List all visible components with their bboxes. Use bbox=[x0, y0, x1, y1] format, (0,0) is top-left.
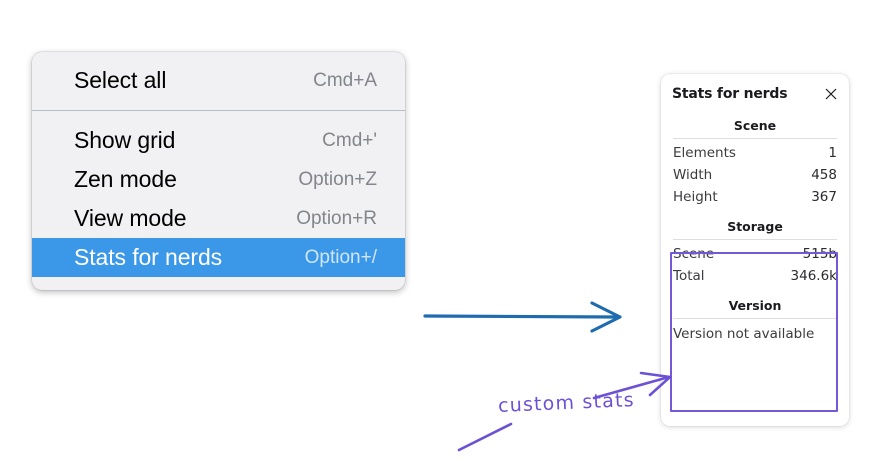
stat-value: 458 bbox=[811, 167, 837, 183]
section-divider bbox=[673, 318, 837, 319]
stat-value: 367 bbox=[811, 189, 837, 205]
stat-row-width: Width 458 bbox=[673, 164, 837, 186]
section-divider bbox=[673, 239, 837, 240]
stat-label: Height bbox=[673, 189, 718, 205]
section-heading: Version bbox=[728, 298, 782, 313]
menu-group-2: Show grid Cmd+' Zen mode Option+Z View m… bbox=[32, 111, 405, 290]
purple-underline-stroke bbox=[457, 422, 513, 452]
stats-for-nerds-panel: Stats for nerds Scene Elements 1 Width 4… bbox=[661, 74, 849, 426]
stat-value: 346.6k bbox=[790, 268, 837, 284]
menu-item-stats-for-nerds[interactable]: Stats for nerds Option+/ bbox=[32, 238, 405, 277]
stat-row-total-storage: Total 346.6k bbox=[673, 265, 837, 287]
menu-item-label: Show grid bbox=[74, 127, 176, 153]
stat-label: Scene bbox=[673, 246, 715, 262]
stats-section-storage: Storage Scene 515b Total 346.6k bbox=[670, 217, 840, 287]
menu-item-shortcut: Option+/ bbox=[304, 246, 377, 268]
panel-title: Stats for nerds bbox=[672, 86, 788, 102]
section-heading: Scene bbox=[733, 118, 777, 133]
stat-label: Total bbox=[673, 268, 705, 284]
section-heading: Storage bbox=[727, 219, 783, 234]
context-menu[interactable]: Select all Cmd+A Show grid Cmd+' Zen mod… bbox=[32, 52, 405, 290]
stat-value: 1 bbox=[828, 145, 837, 161]
menu-item-show-grid[interactable]: Show grid Cmd+' bbox=[32, 121, 405, 160]
menu-item-shortcut: Option+R bbox=[296, 207, 377, 229]
stats-section-version: Version Version not available bbox=[670, 296, 840, 342]
close-icon[interactable] bbox=[823, 86, 839, 102]
menu-item-label: View mode bbox=[74, 205, 187, 231]
stat-label: Elements bbox=[673, 145, 736, 161]
section-divider bbox=[673, 138, 837, 139]
panel-header: Stats for nerds bbox=[670, 86, 840, 102]
blue-arrow-annotation bbox=[423, 301, 622, 333]
menu-item-select-all[interactable]: Select all Cmd+A bbox=[32, 61, 405, 100]
stat-row-height: Height 367 bbox=[673, 186, 837, 208]
stats-section-scene: Scene Elements 1 Width 458 Height 367 bbox=[670, 116, 840, 208]
menu-item-zen-mode[interactable]: Zen mode Option+Z bbox=[32, 160, 405, 199]
stat-value: 515b bbox=[802, 246, 837, 262]
menu-item-label: Select all bbox=[74, 67, 167, 93]
menu-item-label: Stats for nerds bbox=[74, 244, 223, 270]
stat-label: Width bbox=[673, 167, 713, 183]
stat-row-elements: Elements 1 bbox=[673, 142, 837, 164]
menu-item-shortcut: Cmd+A bbox=[313, 69, 377, 91]
menu-separator bbox=[32, 110, 405, 111]
version-value: Version not available bbox=[673, 326, 815, 342]
menu-group-1: Select all Cmd+A bbox=[32, 52, 405, 110]
menu-item-shortcut: Cmd+' bbox=[322, 129, 377, 151]
stat-row-scene-storage: Scene 515b bbox=[673, 243, 837, 265]
custom-stats-annotation-label: custom stats bbox=[497, 389, 636, 417]
menu-item-view-mode[interactable]: View mode Option+R bbox=[32, 199, 405, 238]
menu-item-shortcut: Option+Z bbox=[298, 168, 377, 190]
menu-item-label: Zen mode bbox=[74, 166, 177, 192]
